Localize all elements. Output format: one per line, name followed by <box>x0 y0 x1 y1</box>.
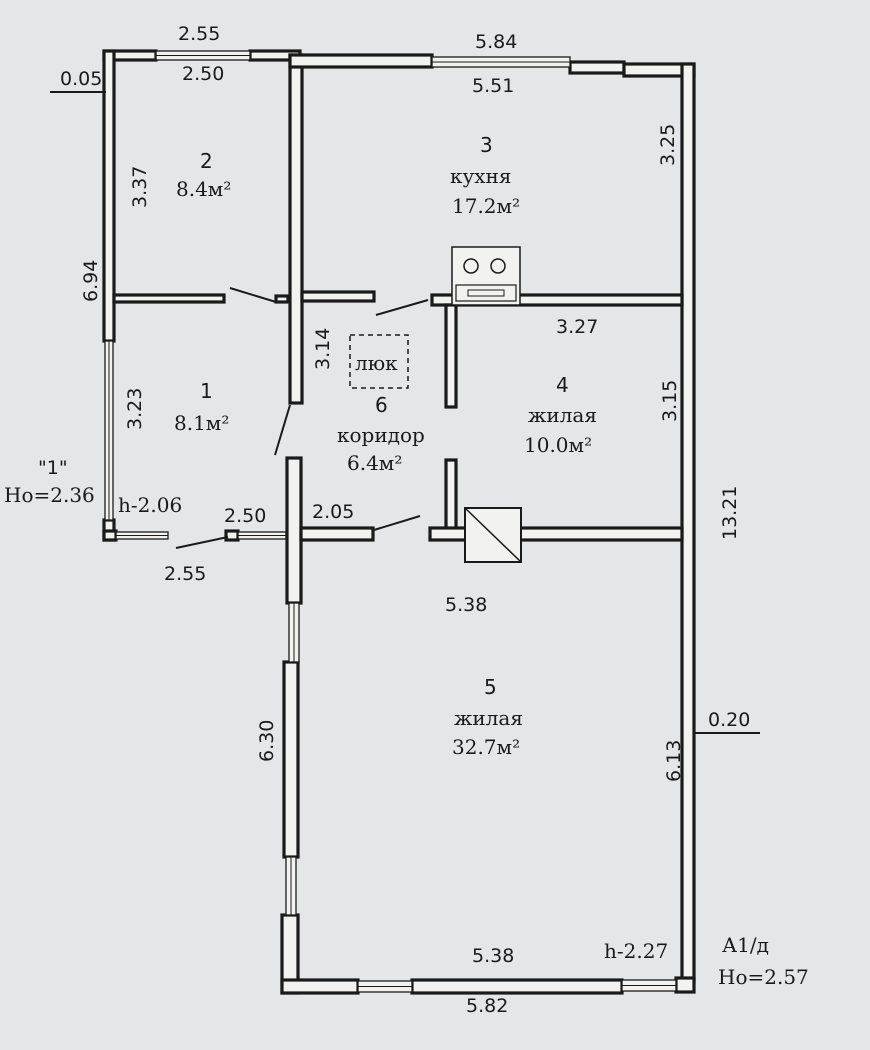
main-ho: Ho=2.57 <box>718 965 809 989</box>
dim-left-level: 0.05 <box>60 68 102 90</box>
block1-ho: Ho=2.36 <box>4 483 95 507</box>
room4-number: 4 <box>556 373 569 397</box>
stove-icon <box>451 246 521 306</box>
dim-room4-height: 3.15 <box>659 380 681 422</box>
room5-area: 32.7м² <box>452 735 520 759</box>
annex-windows <box>104 50 287 540</box>
room1-area: 8.1м² <box>174 411 229 435</box>
room2-area: 8.4м² <box>176 177 231 201</box>
hatch-outline <box>349 334 409 389</box>
room3-name: кухня <box>450 164 512 188</box>
room-labels: 2 8.4м² 3 кухня 17.2м² 1 8.1м² люк 6 кор… <box>174 133 597 759</box>
bottom-left-leader <box>175 536 229 549</box>
main-windows <box>285 56 677 993</box>
block1-h: h-2.06 <box>118 493 182 517</box>
room6-area: 6.4м² <box>347 451 402 475</box>
main-h: h-2.27 <box>604 939 668 963</box>
dim-room1-height: 3.23 <box>124 388 146 430</box>
dim-top-right-inner: 5.51 <box>472 75 514 97</box>
dim-top-left-inner: 2.50 <box>182 63 224 85</box>
dim-bottom-left-inner: 2.50 <box>224 505 266 527</box>
room2-number: 2 <box>200 149 213 173</box>
dim-top-right-outer: 5.84 <box>475 31 517 53</box>
room4-area: 10.0м² <box>524 433 592 457</box>
room5-name: жилая <box>454 706 523 730</box>
room5-number: 5 <box>484 675 497 699</box>
room3-number: 3 <box>480 133 493 157</box>
room3-area: 17.2м² <box>452 194 520 218</box>
dim-top-left-outer: 2.55 <box>178 23 220 45</box>
door-leaves <box>274 299 429 531</box>
dim-room5-width-top: 5.38 <box>445 594 487 616</box>
dimension-labels: 2.55 2.50 5.84 5.51 0.05 3.37 6.94 3.25 … <box>60 23 750 1017</box>
annotations: "1" Ho=2.36 h-2.06 h-2.27 А1/д Ho=2.57 <box>4 457 809 989</box>
dim-bottom-inner: 5.38 <box>472 945 514 967</box>
block1-name: "1" <box>38 457 68 479</box>
room1-number: 1 <box>200 379 213 403</box>
dim-corridor-height: 3.14 <box>312 328 334 370</box>
room6-number: 6 <box>375 393 388 417</box>
room4-name: жилая <box>528 403 597 427</box>
dim-bottom-left-outer: 2.55 <box>164 563 206 585</box>
annex-partition <box>112 293 226 304</box>
dim-right-level: 0.20 <box>708 709 750 731</box>
main-name: А1/д <box>722 933 769 957</box>
dim-left-total: 6.94 <box>80 260 102 302</box>
dim-right-total: 13.21 <box>719 486 741 540</box>
chimney-icon <box>464 507 522 563</box>
dim-room2-height: 3.37 <box>129 166 151 208</box>
dim-room5-right: 6.13 <box>663 740 685 782</box>
dim-room5-left: 6.30 <box>256 720 278 762</box>
room6-name: коридор <box>337 423 425 447</box>
dim-room3-height: 3.25 <box>657 124 679 166</box>
dim-bottom-outer: 5.82 <box>466 995 508 1017</box>
dim-room4-width: 3.27 <box>556 316 598 338</box>
annex-door-leaf <box>229 287 277 303</box>
dim-corridor-width: 2.05 <box>312 501 354 523</box>
hatch-label: люк <box>355 351 398 375</box>
